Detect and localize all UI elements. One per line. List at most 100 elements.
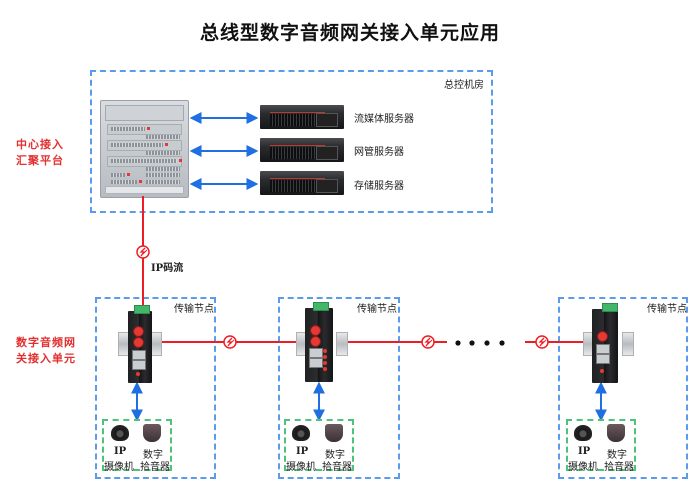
endpoint-device-group-3 (566, 419, 636, 471)
streaming-server-label: 流媒体服务器 (354, 114, 414, 125)
din-rail (622, 332, 634, 356)
server-bezel-stripe (270, 145, 325, 146)
audio-pickup-label-line2: 拾音器 (604, 462, 634, 473)
audio-gateway-device-3 (592, 303, 618, 383)
management-server (260, 138, 344, 162)
fiber-port (133, 337, 144, 348)
ethernet-port (596, 354, 610, 364)
ip-camera-icon (111, 425, 129, 441)
chassis-led (139, 180, 142, 183)
chassis-base (105, 186, 184, 194)
chassis-ports (146, 173, 180, 177)
diagram-title: 总线型数字音频网关接入单元应用 (199, 22, 500, 44)
fiber-port (310, 336, 321, 347)
terminal-block (313, 302, 329, 311)
chassis-ports (111, 173, 125, 177)
server-bezel-stripe (270, 112, 325, 113)
terminal-block (602, 303, 618, 312)
chassis-ports (146, 180, 180, 184)
chassis-ports (111, 127, 145, 131)
core-switch-chassis (100, 100, 189, 198)
ip-camera-label-line1: IP (296, 446, 309, 457)
audio-gateway-device-2 (305, 302, 333, 382)
transmission-node-label-3: 传输节点 (647, 304, 687, 315)
ethernet-port (309, 358, 323, 368)
link-symbol-icon (421, 335, 435, 349)
chassis-ports (111, 159, 177, 163)
center-platform-label: 中心接入 汇聚平台 (16, 137, 64, 169)
storage-server-label: 存储服务器 (354, 181, 404, 192)
streaming-server (260, 105, 344, 129)
audio-gateway-device-1 (128, 305, 152, 383)
transmission-node-box-3 (558, 297, 688, 479)
ethernet-port (596, 344, 610, 354)
audio-pickup-icon (607, 424, 625, 442)
ip-camera-icon (292, 425, 310, 441)
ethernet-port (309, 348, 323, 358)
gateway-unit-label: 数字音频网 关接入单元 (16, 335, 76, 367)
chassis-power-module (105, 105, 184, 121)
chassis-ports (111, 143, 163, 147)
control-room-box (90, 70, 493, 213)
management-server-label: 网管服务器 (354, 147, 404, 158)
transmission-node-label-2: 传输节点 (357, 304, 397, 315)
server-vents (270, 114, 325, 126)
chassis-led (147, 127, 150, 130)
ip-camera-label-line1: IP (114, 446, 127, 457)
storage-server (260, 171, 344, 195)
status-led (323, 349, 327, 353)
center-platform-label-line1: 中心接入 (16, 138, 64, 151)
server-panel (316, 113, 338, 127)
audio-pickup-label-line1: 数字 (325, 450, 345, 461)
audio-pickup-label-line1: 数字 (143, 450, 163, 461)
link-symbol-icon (136, 245, 150, 259)
terminal-block (134, 305, 150, 314)
endpoint-device-group-1 (102, 419, 172, 471)
uplink-label: IP码流 (151, 263, 184, 274)
fiber-port (133, 326, 144, 337)
ethernet-port (132, 360, 146, 370)
link-symbol-icon (535, 335, 549, 349)
fiber-port (310, 325, 321, 336)
ethernet-port (132, 350, 146, 360)
audio-pickup-label-line1: 数字 (607, 450, 627, 461)
endpoint-device-group-2 (284, 419, 354, 471)
status-led (600, 369, 604, 373)
chassis-ports (146, 167, 180, 171)
continuation-dot (455, 340, 461, 346)
center-platform-label-line2: 汇聚平台 (16, 154, 64, 167)
server-vents (270, 180, 325, 192)
server-panel (316, 146, 338, 160)
gateway-unit-label-line1: 数字音频网 (16, 336, 76, 349)
din-rail (336, 332, 348, 356)
transmission-node-box-1 (95, 297, 216, 479)
continuation-dot (484, 340, 490, 346)
continuation-dot (469, 340, 475, 346)
audio-pickup-icon (325, 424, 343, 442)
server-vents (270, 147, 325, 159)
transmission-node-box-2 (278, 297, 400, 479)
link-symbol-icon (223, 335, 237, 349)
chassis-led (127, 173, 130, 176)
chassis-led (179, 159, 182, 162)
status-led (136, 372, 140, 376)
continuation-dot (499, 340, 505, 346)
audio-pickup-icon (143, 424, 161, 442)
transmission-node-label-1: 传输节点 (174, 304, 214, 315)
status-led (323, 361, 327, 365)
status-led (323, 367, 327, 371)
control-room-label: 总控机房 (444, 80, 484, 91)
chassis-led (165, 143, 168, 146)
audio-pickup-label-line2: 拾音器 (322, 462, 352, 473)
ip-camera-icon (574, 425, 592, 441)
audio-pickup-label-line2: 拾音器 (140, 462, 170, 473)
status-led (323, 355, 327, 359)
fiber-port (597, 331, 608, 342)
ip-camera-label-line2: 摄像机 (104, 462, 134, 473)
chassis-ports (146, 135, 180, 139)
chassis-ports (111, 180, 137, 184)
server-panel (316, 179, 338, 193)
ip-camera-label-line1: IP (578, 446, 591, 457)
ip-camera-label-line2: 摄像机 (286, 462, 316, 473)
